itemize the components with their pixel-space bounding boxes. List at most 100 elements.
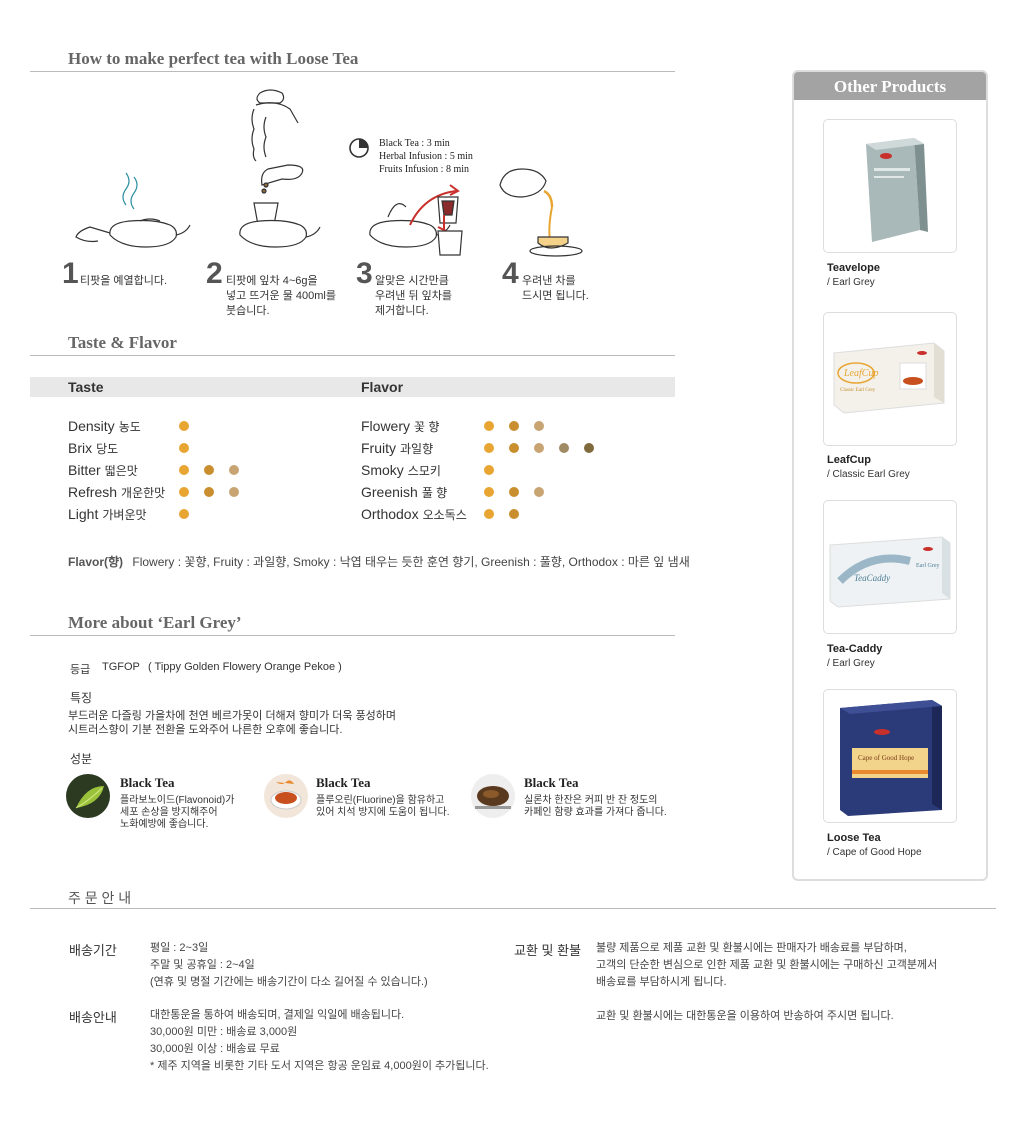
taste-kr: 떫은맛 — [104, 464, 138, 478]
taste-name: Brix — [68, 440, 93, 456]
flavor-level-dot — [534, 487, 544, 497]
step-4-number: 4 — [502, 257, 519, 290]
other-products-title: Other Products — [794, 72, 986, 100]
order-divider — [30, 908, 996, 909]
remove-leaves-icon — [369, 184, 463, 256]
step-1-number: 1 — [62, 257, 79, 290]
grade-desc: ( Tippy Golden Flowery Orange Pekoe ) — [148, 661, 342, 673]
product-image-teavelope[interactable] — [823, 119, 957, 253]
taste-level-dot — [179, 443, 189, 453]
ingredient-1-title: Black Tea — [120, 775, 175, 790]
flavor-level-dot — [534, 443, 544, 453]
delivery-period-label: 배송기간 — [69, 943, 117, 958]
delivery-info-text: 대한통운을 통하여 배송되며, 결제일 익일에 배송됩니다. 30,000원 미… — [150, 1007, 489, 1075]
exchange-text: 불량 제품으로 제품 교환 및 환불시에는 판매자가 배송료를 부담하며, 고객… — [596, 940, 937, 991]
flavor-level-dot — [484, 443, 494, 453]
exchange-line: 고객의 단순한 변심으로 인한 제품 교환 및 환불시에는 구매하신 고객분께서 — [596, 959, 938, 971]
ingredient-2-text: 플루오린(Fluorine)을 함유하고 있어 치석 방지에 도움이 됩니다. — [316, 795, 450, 818]
pour-cup-icon — [499, 168, 583, 257]
howto-illustrations — [75, 89, 583, 257]
flavor-level-dot — [484, 465, 494, 475]
caddy-pack-sub: Earl Grey — [916, 563, 940, 569]
step-2-text: 티팟에 잎차 4~6g을 넣고 뜨거운 물 400ml를 붓습니다. — [226, 275, 336, 317]
flavor-level-dot — [509, 509, 519, 519]
flavor-level-dot — [484, 487, 494, 497]
taste-divider — [30, 355, 675, 356]
product-name-leafcup[interactable]: LeafCup — [827, 454, 871, 466]
steep-time-herbal: Herbal Infusion : 5 min — [379, 151, 473, 162]
ingredient-2-title: Black Tea — [316, 775, 371, 790]
delivery-info-line: 30,000원 미만 : 배송료 3,000원 — [150, 1026, 298, 1038]
product-name-tea-caddy[interactable]: Tea-Caddy — [827, 643, 883, 655]
delivery-info-line: * 제주 지역을 비롯한 기타 도서 지역은 항공 운임료 4,000원이 추가… — [150, 1060, 489, 1072]
delivery-period-line: (연휴 및 명절 기간에는 배송기간이 다소 길어질 수 있습니다.) — [150, 976, 428, 988]
delivery-info-line: 대한통운을 통하여 배송되며, 결제일 익일에 배송됩니다. — [150, 1009, 405, 1021]
flavor-name: Greenish — [361, 484, 418, 500]
step-4-text: 우려낸 차를 드시면 됩니다. — [522, 275, 589, 302]
ingredient-3-text: 실론차 한잔은 커피 반 잔 정도의 카페인 함량 효과를 가져다 줍니다. — [524, 795, 667, 818]
flavor-row-label: Fruity 과일향 — [361, 440, 433, 457]
flavor-kr: 오소독스 — [422, 508, 467, 522]
grade-value: TGFOP — [102, 661, 140, 673]
more-title: More about ‘Earl Grey’ — [68, 613, 242, 632]
product-image-loose-tea[interactable]: Cape of Good Hope — [823, 689, 957, 823]
flavor-note: Flavor(향) Flowery : 꽃향, Fruity : 과일향, Sm… — [68, 553, 690, 570]
flavor-name: Smoky — [361, 462, 404, 478]
delivery-period-line: 평일 : 2~3일 — [150, 942, 209, 954]
ingredient-3-title: Black Tea — [524, 775, 579, 790]
delivery-period-line: 주말 및 공휴일 : 2~4일 — [150, 959, 255, 971]
flavor-kr: 풀 향 — [421, 486, 448, 500]
product-sub-tea-caddy: / Earl Grey — [827, 658, 875, 669]
flavor-note-label: Flavor(향) — [68, 555, 124, 569]
delivery-period-text: 평일 : 2~3일 주말 및 공휴일 : 2~4일 (연휴 및 명절 기간에는 … — [150, 940, 428, 991]
flavor-level-dot — [509, 421, 519, 431]
other-products-panel: Other Products Teavelope / Earl Grey Lea… — [792, 70, 988, 881]
product-sub-teavelope: / Earl Grey — [827, 277, 875, 288]
leafcup-pack-sub: Classic Earl Grey — [840, 388, 876, 393]
tea-caddy-box-image: TeaCaddy Earl Grey — [829, 536, 951, 608]
flavor-kr: 과일향 — [400, 442, 434, 456]
flavor-note-text: Flowery : 꽃향, Fruity : 과일향, Smoky : 낙엽 태… — [132, 555, 690, 569]
leafcup-pack-label: LeafCup — [843, 368, 878, 379]
flavor-level-dot — [484, 421, 494, 431]
steep-time-black: Black Tea : 3 min — [379, 138, 450, 149]
taste-kr: 개운한맛 — [121, 486, 166, 500]
product-sub-loose-tea: / Cape of Good Hope — [827, 847, 922, 858]
product-name-loose-tea[interactable]: Loose Tea — [827, 832, 881, 844]
taste-kr: 농도 — [118, 420, 141, 434]
delivery-info-label: 배송안내 — [69, 1010, 117, 1025]
feature-label: 특징 — [70, 691, 93, 705]
step-3-number: 3 — [356, 257, 373, 290]
feature-text-1: 부드러운 다즐링 가을차에 천연 베르가못이 더해져 향미가 더욱 풍성하며 — [68, 710, 397, 722]
product-name-teavelope[interactable]: Teavelope — [827, 262, 880, 274]
exchange-line: 불량 제품으로 제품 교환 및 환불시에는 판매자가 배송료를 부담하며, — [596, 942, 907, 954]
taste-level-dot — [179, 465, 189, 475]
tea-leaves-spoon-image — [471, 774, 515, 818]
leafcup-box-image: LeafCup Classic Earl Grey — [833, 342, 945, 414]
flavor-name: Flowery — [361, 418, 411, 434]
delivery-info-line: 30,000원 이상 : 배송료 무료 — [150, 1043, 280, 1055]
product-image-leafcup[interactable]: LeafCup Classic Earl Grey — [823, 312, 957, 446]
flavor-level-dot — [559, 443, 569, 453]
taste-kr: 가벼운맛 — [102, 508, 147, 522]
product-image-tea-caddy[interactable]: TeaCaddy Earl Grey — [823, 500, 957, 634]
taste-level-dot — [179, 487, 189, 497]
taste-kr: 당도 — [96, 442, 119, 456]
product-sub-leafcup: / Classic Earl Grey — [827, 469, 910, 480]
step-3-text: 알맞은 시간만큼 우려낸 뒤 잎차를 제거합니다. — [375, 275, 452, 317]
loose-tea-tin-image: Cape of Good Hope — [840, 700, 942, 816]
more-divider — [30, 635, 675, 636]
taste-name: Refresh — [68, 484, 118, 500]
flavor-name: Fruity — [361, 440, 396, 456]
teapot-steam-icon — [75, 172, 191, 248]
taste-level-dot — [229, 487, 239, 497]
caddy-pack-label: TeaCaddy — [854, 573, 890, 583]
flavor-level-dot — [584, 443, 594, 453]
flavor-level-dot — [509, 487, 519, 497]
timer-icon — [349, 138, 369, 158]
